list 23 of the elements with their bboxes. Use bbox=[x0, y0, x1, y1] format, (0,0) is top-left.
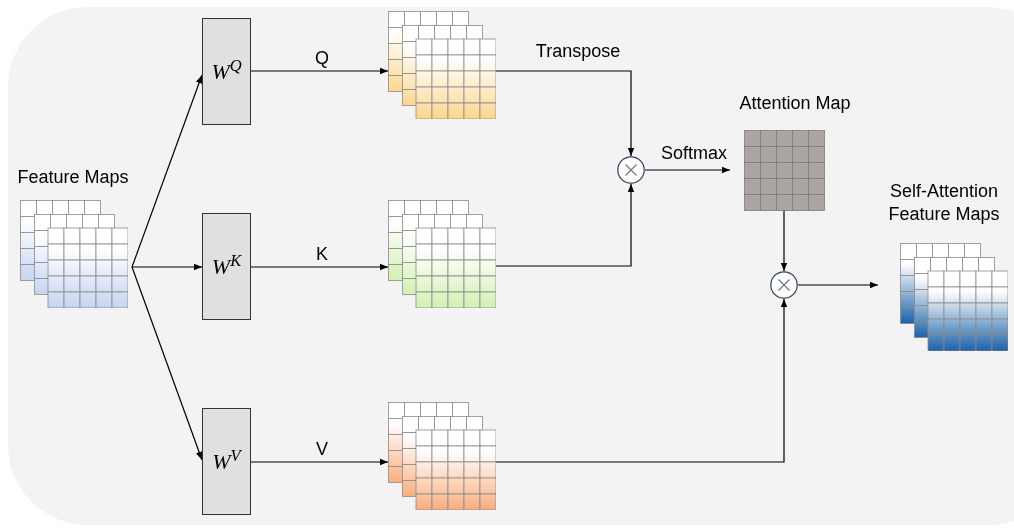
arrow bbox=[250, 458, 389, 466]
arrow bbox=[495, 298, 788, 463]
feature-map-stack-drawing bbox=[388, 200, 496, 308]
heading-label: Self-Attention Feature Maps bbox=[887, 180, 1001, 226]
arrow bbox=[780, 209, 788, 272]
arrow bbox=[797, 281, 879, 289]
feature-map-stack-drawing bbox=[388, 402, 496, 510]
arrow bbox=[131, 266, 203, 461]
heading-label: Feature Maps bbox=[16, 166, 130, 189]
arrow bbox=[495, 70, 635, 157]
arrow bbox=[131, 74, 203, 268]
arrow bbox=[495, 183, 635, 267]
heading-label: Attention Map bbox=[738, 92, 852, 115]
arrow bbox=[250, 263, 389, 271]
weight-matrix-box: W$^{V}$ bbox=[202, 408, 251, 515]
multiply-circle bbox=[617, 156, 645, 184]
arrow bbox=[250, 67, 389, 75]
arrow bbox=[644, 166, 731, 174]
feature-map-stack-drawing bbox=[388, 11, 496, 119]
arrow bbox=[131, 263, 203, 271]
multiply-circle bbox=[770, 271, 798, 299]
weight-matrix-box: W$^{K}$ bbox=[202, 213, 251, 320]
weight-matrix-box: W$^{Q}$ bbox=[202, 18, 251, 125]
